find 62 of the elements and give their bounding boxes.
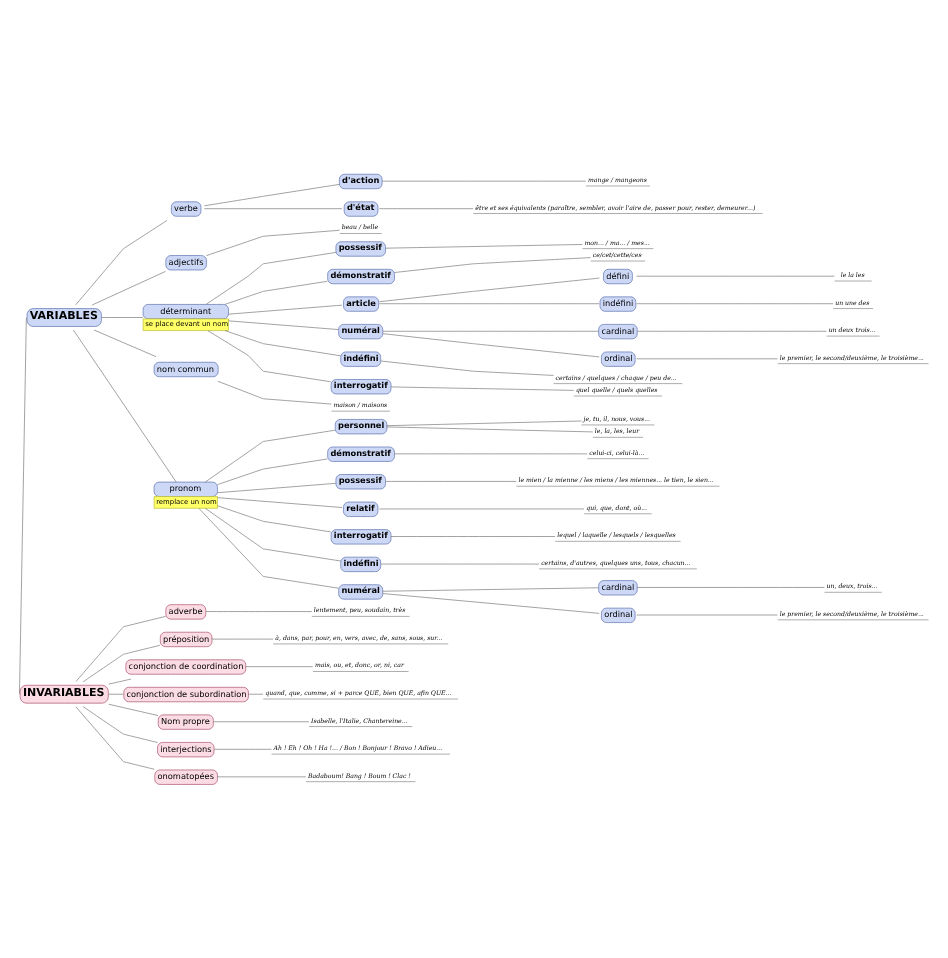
connector — [205, 611, 313, 612]
connector — [382, 587, 599, 592]
connector — [637, 330, 827, 332]
connector — [386, 420, 582, 427]
connector — [217, 505, 332, 533]
connector — [245, 666, 314, 667]
connector — [207, 330, 332, 383]
connector — [379, 508, 585, 510]
connector — [82, 644, 161, 683]
connector — [75, 220, 168, 306]
connector — [205, 229, 340, 256]
connector — [217, 483, 337, 494]
connector — [224, 280, 328, 305]
connector — [382, 333, 600, 358]
connector — [381, 180, 587, 182]
connector — [636, 303, 834, 305]
connector — [217, 380, 332, 405]
connector — [636, 358, 778, 360]
connector — [228, 304, 343, 315]
connector — [636, 614, 778, 616]
connector — [204, 429, 336, 483]
connector — [385, 244, 583, 249]
connector — [217, 497, 343, 508]
connector — [204, 507, 342, 562]
connector — [379, 303, 600, 305]
connector — [379, 208, 474, 210]
connector — [108, 703, 159, 716]
connector — [101, 317, 144, 318]
connector — [247, 693, 264, 695]
connector — [213, 721, 310, 723]
connector — [93, 329, 157, 358]
connector — [385, 481, 517, 482]
connector — [382, 593, 600, 614]
connector — [380, 563, 540, 565]
connector — [380, 360, 554, 376]
connector — [108, 678, 132, 685]
connector — [379, 277, 600, 303]
connector — [19, 317, 27, 695]
connector — [204, 184, 340, 207]
connector — [213, 748, 272, 750]
connector — [198, 508, 339, 589]
connector — [382, 330, 599, 332]
connector — [75, 706, 155, 770]
connector — [91, 271, 166, 306]
connector — [228, 320, 339, 330]
connector — [637, 587, 825, 588]
connector — [217, 458, 328, 485]
connector — [108, 693, 124, 695]
connector — [390, 536, 556, 537]
connector — [636, 275, 835, 277]
connector — [224, 330, 342, 357]
connector — [75, 616, 166, 682]
connector — [394, 257, 591, 273]
connector — [394, 453, 588, 455]
connector — [204, 208, 343, 210]
connector — [386, 426, 594, 433]
connector — [205, 252, 337, 305]
connector — [211, 638, 274, 640]
connector — [82, 706, 158, 743]
connector — [390, 386, 575, 391]
connector — [73, 329, 177, 483]
connector — [216, 776, 307, 778]
